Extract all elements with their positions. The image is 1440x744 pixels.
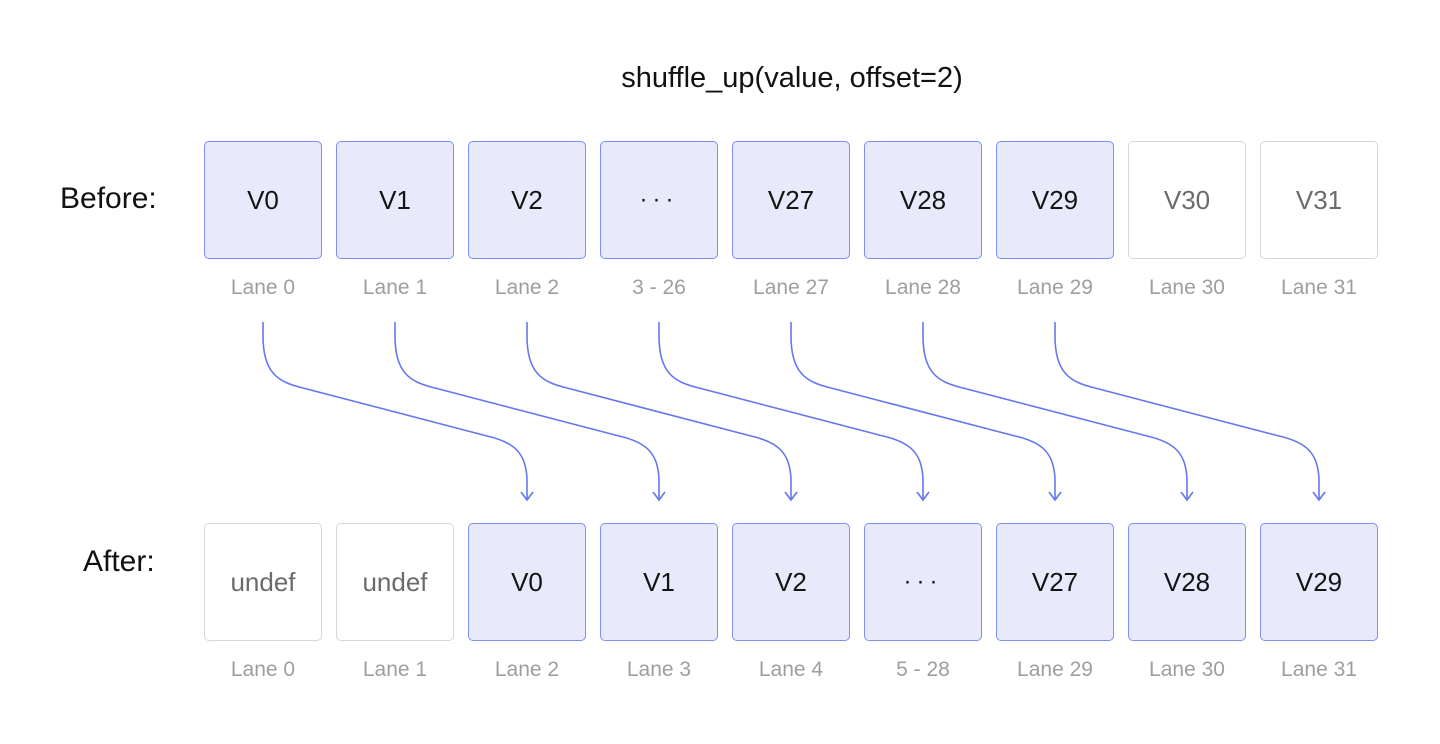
after-lane-label: Lane 29: [1017, 658, 1093, 681]
before-cell: V31: [1260, 141, 1378, 259]
before-row-label: Before:: [60, 182, 157, 215]
after-lane-label: Lane 2: [494, 658, 560, 681]
shuffle-arrow: [922, 322, 1188, 500]
shuffle-arrow: [394, 322, 660, 500]
diagram-title: shuffle_up(value, offset=2): [621, 62, 963, 94]
shuffle-arrow: [262, 322, 528, 500]
before-lane-label: Lane 1: [362, 276, 428, 299]
after-cell: undef: [336, 523, 454, 641]
before-cell: V30: [1128, 141, 1246, 259]
shuffle-arrow: [526, 322, 792, 500]
before-cell: V27: [732, 141, 850, 259]
after-lane-label: Lane 1: [362, 658, 428, 681]
shuffle-arrow: [1054, 322, 1320, 500]
arrowhead-icon: [784, 491, 798, 502]
shuffle-arrow: [790, 322, 1056, 500]
before-lane-label: Lane 28: [885, 276, 961, 299]
after-cell: V28: [1128, 523, 1246, 641]
after-cell: undef: [204, 523, 322, 641]
before-cell: ···: [600, 141, 718, 259]
after-cell: ···: [864, 523, 982, 641]
after-row-label: After:: [83, 545, 155, 578]
before-lane-label: Lane 29: [1017, 276, 1093, 299]
arrowhead-icon: [1180, 491, 1194, 502]
before-cell: V1: [336, 141, 454, 259]
before-cell: V29: [996, 141, 1114, 259]
after-cell: V27: [996, 523, 1114, 641]
before-lane-label: Lane 0: [230, 276, 296, 299]
after-cell: V0: [468, 523, 586, 641]
before-lane-label: Lane 30: [1149, 276, 1225, 299]
before-lane-label: 3 - 26: [632, 276, 686, 299]
before-cell: V0: [204, 141, 322, 259]
after-lane-label: Lane 4: [758, 658, 824, 681]
after-lane-label: Lane 0: [230, 658, 296, 681]
after-cell: V2: [732, 523, 850, 641]
shuffle-arrow: [658, 322, 924, 500]
after-lane-label: Lane 3: [626, 658, 692, 681]
arrowhead-icon: [652, 491, 666, 502]
arrowhead-icon: [916, 491, 930, 502]
after-lane-label: Lane 30: [1149, 658, 1225, 681]
before-lane-label: Lane 2: [494, 276, 560, 299]
arrowhead-icon: [520, 491, 534, 502]
after-cell: V29: [1260, 523, 1378, 641]
before-cell: V28: [864, 141, 982, 259]
before-lane-label: Lane 31: [1281, 276, 1357, 299]
arrowhead-icon: [1048, 491, 1062, 502]
after-cell: V1: [600, 523, 718, 641]
before-cell: V2: [468, 141, 586, 259]
after-lane-label: Lane 31: [1281, 658, 1357, 681]
arrowhead-icon: [1312, 491, 1326, 502]
before-lane-label: Lane 27: [753, 276, 829, 299]
after-lane-label: 5 - 28: [896, 658, 950, 681]
